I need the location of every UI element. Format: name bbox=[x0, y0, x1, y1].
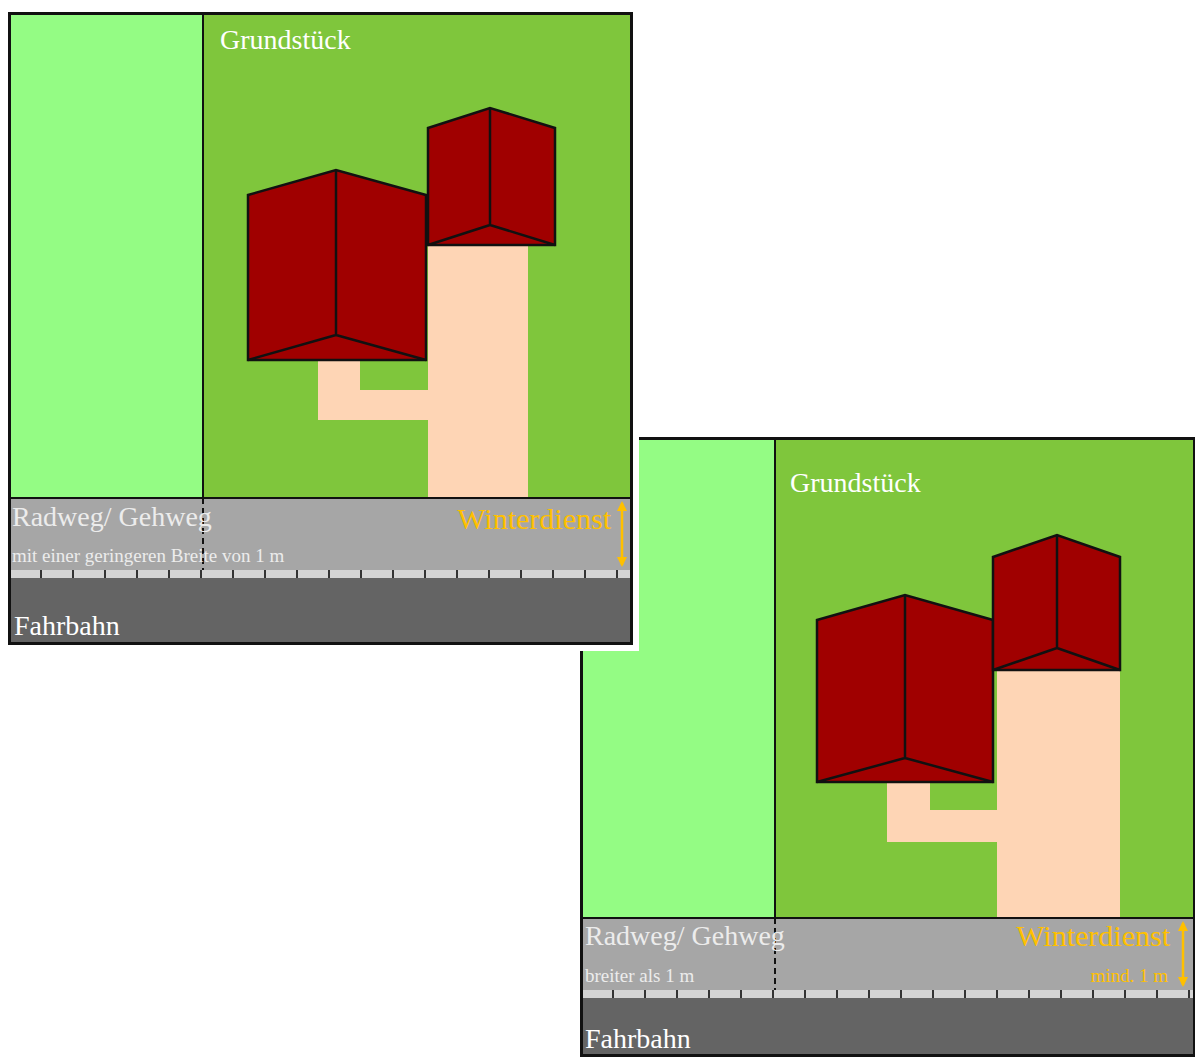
service-label: Winterdienst bbox=[457, 504, 611, 534]
road-band bbox=[8, 578, 633, 645]
house bbox=[248, 170, 426, 360]
panel-gap bbox=[8, 12, 633, 645]
house bbox=[993, 535, 1120, 670]
sidewalk-band bbox=[580, 918, 1195, 990]
width-arrow bbox=[621, 503, 624, 565]
footpath bbox=[887, 810, 999, 842]
footpath bbox=[318, 390, 430, 420]
sidewalk-band: Radweg/ Gehweg breiter als 1 m Winterdiens… bbox=[580, 918, 1195, 990]
panel-one bbox=[8, 12, 633, 645]
house bbox=[817, 595, 993, 782]
property-line bbox=[202, 12, 204, 498]
property-area bbox=[203, 12, 633, 498]
service-label: Winterdienst bbox=[1016, 921, 1170, 951]
curb-joints bbox=[8, 570, 633, 578]
band-note: mit einer geringeren Breite von 1 m bbox=[12, 546, 284, 565]
curb-joints bbox=[580, 990, 1195, 998]
footpath bbox=[428, 245, 528, 498]
band-label: Radweg/ Gehweg bbox=[12, 503, 212, 531]
property-line bbox=[774, 437, 776, 918]
band-note: breiter als 1 m bbox=[585, 966, 694, 985]
property-line bbox=[580, 917, 1195, 919]
house bbox=[428, 108, 555, 245]
house-edge bbox=[248, 170, 426, 360]
panel-frame bbox=[10, 14, 632, 644]
house-edge bbox=[817, 595, 993, 782]
road-band bbox=[580, 998, 1195, 1057]
road-label: Fahrbahn bbox=[14, 612, 120, 640]
sidewalk-band: Radweg/ Gehweg mit einer geringeren Breit… bbox=[8, 498, 633, 570]
area-label: Grundstück bbox=[220, 26, 351, 54]
road-label: Fahrbahn bbox=[585, 1025, 691, 1053]
width-note: mind. 1 m bbox=[1090, 966, 1168, 985]
property-area: Grundstück bbox=[203, 12, 633, 498]
panel-ground bbox=[580, 437, 1195, 1057]
curb bbox=[8, 570, 633, 578]
property-line bbox=[8, 497, 633, 499]
footpath bbox=[997, 670, 1120, 918]
width-arrow bbox=[1182, 923, 1185, 985]
sidewalk-band bbox=[8, 498, 633, 570]
curb bbox=[580, 990, 1195, 998]
house-edge bbox=[428, 108, 555, 245]
band-label: Radweg/ Gehweg bbox=[585, 922, 785, 950]
panel-two bbox=[580, 437, 1195, 1057]
area-label: Grundstück bbox=[790, 469, 921, 497]
property-area: Grundstück bbox=[775, 437, 1195, 918]
house-edge bbox=[993, 535, 1120, 670]
neighbour-strip bbox=[8, 12, 203, 498]
property-area bbox=[775, 437, 1195, 918]
panel-frame bbox=[582, 439, 1195, 1056]
road-band: Fahrbahn bbox=[8, 578, 633, 645]
road-band: Fahrbahn bbox=[580, 998, 1195, 1057]
